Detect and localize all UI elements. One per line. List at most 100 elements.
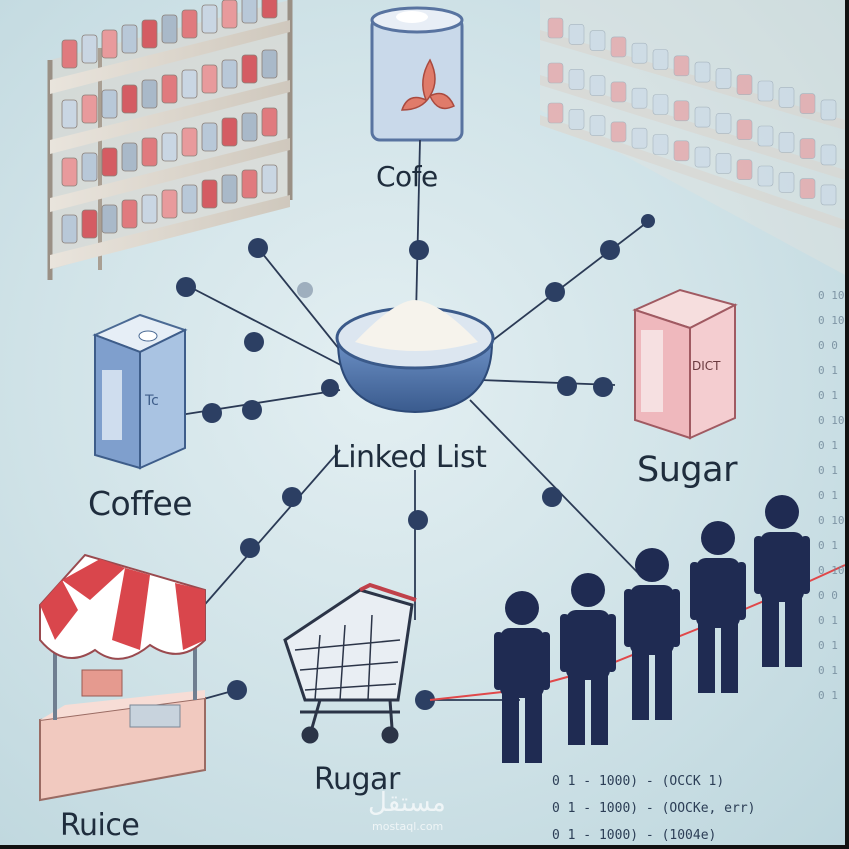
jar-icon xyxy=(161,132,178,162)
svg-text:DICT: DICT xyxy=(692,359,721,373)
jar-icon xyxy=(589,30,606,51)
svg-text:Tc: Tc xyxy=(144,393,159,409)
jar-icon xyxy=(201,64,218,94)
jar-icon xyxy=(201,179,218,209)
jar-icon xyxy=(715,153,732,174)
jar-icon xyxy=(201,4,218,34)
jar-icon xyxy=(652,49,669,70)
jar-icon xyxy=(715,68,732,89)
person-icon xyxy=(690,521,746,693)
jar-icon xyxy=(568,69,585,90)
jar-icon xyxy=(61,39,78,69)
jar-icon xyxy=(694,106,711,128)
jar-icon xyxy=(610,81,627,103)
label-rugar: Rugar xyxy=(314,762,400,797)
jar-icon xyxy=(261,0,278,19)
jar-icon xyxy=(161,74,178,104)
jar-icon xyxy=(81,152,98,182)
jar-icon xyxy=(757,80,774,102)
jar-icon xyxy=(81,34,98,64)
jar-icon xyxy=(673,100,690,122)
jar-icon xyxy=(547,102,564,124)
shopping-cart-icon xyxy=(283,582,417,744)
jar-icon xyxy=(757,165,774,187)
shelf-icon xyxy=(540,0,845,275)
jar-icon xyxy=(799,93,816,114)
jar-icon xyxy=(81,94,98,124)
watermark-latin: mostaql.com xyxy=(372,820,444,833)
jar-icon xyxy=(101,89,118,119)
jar-icon xyxy=(820,144,837,166)
jar-icon xyxy=(694,146,711,168)
person-icon xyxy=(754,495,810,667)
people-queue xyxy=(494,495,810,763)
jar-icon xyxy=(799,138,816,159)
label-sugar: Sugar xyxy=(637,450,737,490)
jar-icon xyxy=(799,178,816,199)
jar-icon xyxy=(568,109,585,130)
jar-icon xyxy=(181,69,198,99)
jar-icon xyxy=(261,49,278,79)
jar-icon xyxy=(141,79,158,109)
jar-icon xyxy=(141,194,158,224)
label-cofe: Cofe xyxy=(376,160,438,193)
jar-icon xyxy=(241,112,258,142)
jar-icon xyxy=(61,214,78,244)
jar-icon xyxy=(757,125,774,147)
jar-icon xyxy=(778,87,795,108)
label-ruice: Ruice xyxy=(60,808,140,843)
code-line-3: 0 1 - 1000) - (1004e) xyxy=(552,828,717,843)
list-nodes xyxy=(176,214,655,710)
milk-carton-icon: Tc xyxy=(92,313,188,470)
jar-icon xyxy=(241,169,258,199)
jar-icon xyxy=(589,75,606,96)
jar-icon xyxy=(161,189,178,219)
jar-icon xyxy=(736,119,753,140)
person-icon xyxy=(624,548,680,720)
jar-icon xyxy=(181,9,198,39)
jar-icon xyxy=(261,164,278,194)
jar-icon xyxy=(673,140,690,162)
person-icon xyxy=(560,573,616,745)
jar-icon xyxy=(610,36,627,58)
jar-icon xyxy=(101,147,118,177)
code-line-2: 0 1 - 1000) - (OOCKe, err) xyxy=(552,801,756,816)
market-stall-icon xyxy=(39,553,206,802)
binary-column: 0 10 0 10 0 0 0 1 0 1 0 10 0 1 0 1 0 1 0… xyxy=(818,289,845,702)
jar-icon xyxy=(736,74,753,95)
jar-icon xyxy=(141,19,158,49)
jar-icon xyxy=(261,107,278,137)
tea-can-icon xyxy=(370,6,464,142)
jar-icon xyxy=(221,117,238,147)
jar-icon xyxy=(121,24,138,54)
code-line-1: 0 1 - 1000) - (OCCK 1) xyxy=(552,774,725,789)
jar-icon xyxy=(161,14,178,44)
jar-icon xyxy=(221,59,238,89)
jar-icon xyxy=(81,209,98,239)
jar-icon xyxy=(241,0,258,24)
jar-icon xyxy=(589,115,606,136)
jar-icon xyxy=(121,142,138,172)
jar-icon xyxy=(694,61,711,83)
jar-icon xyxy=(778,132,795,153)
sugar-carton-icon: DICT xyxy=(632,288,738,440)
jar-icon xyxy=(121,199,138,229)
jar-icon xyxy=(631,127,648,149)
jar-icon xyxy=(121,84,138,114)
jar-icon xyxy=(181,184,198,214)
jar-icon xyxy=(181,127,198,157)
jar-icon xyxy=(221,0,238,29)
jar-icon xyxy=(652,134,669,155)
jar-icon xyxy=(673,55,690,77)
jar-icon xyxy=(201,122,218,152)
jar-icon xyxy=(547,17,564,39)
jar-icon xyxy=(241,54,258,84)
jar-icon xyxy=(101,204,118,234)
watermark-arabic: مستقل xyxy=(368,788,446,818)
jar-icon xyxy=(61,157,78,187)
sugar-bowl-icon xyxy=(335,300,495,414)
label-center: Linked List xyxy=(332,440,487,475)
jar-icon xyxy=(568,23,585,45)
jar-icon xyxy=(820,184,837,206)
